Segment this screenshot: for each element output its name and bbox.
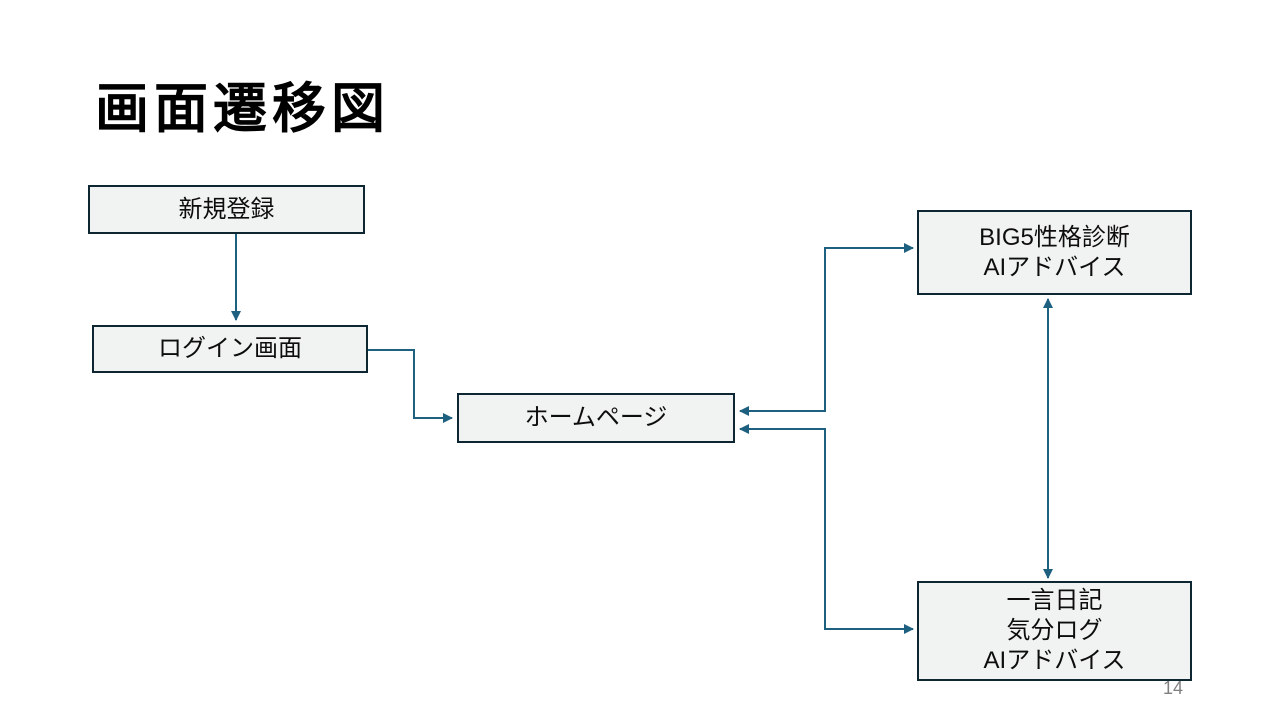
node-signup: 新規登録 [88,185,365,234]
page-number: 14 [1162,678,1184,698]
node-home: ホームページ [457,393,735,443]
page-title: 画面遷移図 [95,79,390,139]
node-login: ログイン画面 [92,325,368,373]
node-big5-label: BIG5性格診断 AIアドバイス [979,223,1130,281]
connector-login-to-home-arrow [368,349,453,423]
node-diary: 一言日記 気分ログ AIアドバイス [917,581,1192,681]
node-big5: BIG5性格診断 AIアドバイス [917,210,1192,295]
connector-home-big5-double-arrow [739,243,914,416]
node-home-label: ホームページ [524,404,668,431]
connector-home-diary-double-arrow [739,424,914,634]
node-login-label: ログイン画面 [158,335,302,362]
node-signup-label: 新規登録 [178,195,275,223]
node-diary-label: 一言日記 気分ログ AIアドバイス [983,587,1126,674]
